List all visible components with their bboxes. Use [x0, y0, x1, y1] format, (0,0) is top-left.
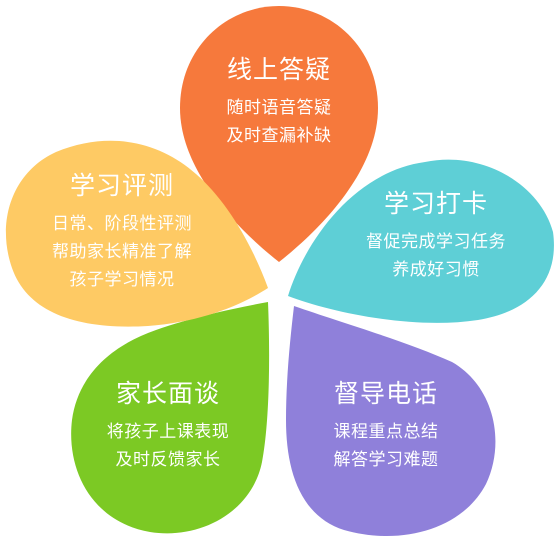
petal-description-line: 及时反馈家长 [115, 450, 221, 470]
petal-text-supervision-call: 督导电话 课程重点总结 解答学习难题 [266, 378, 506, 474]
petal-title: 学习评测 [69, 171, 174, 200]
petal-description-line: 督促完成学习任务 [366, 232, 506, 252]
petal-description-line: 课程重点总结 [333, 422, 439, 442]
petal-description-line: 养成好习惯 [392, 260, 480, 280]
petal-text-study-checkin: 学习打卡 督促完成学习任务 养成好习惯 [316, 188, 556, 284]
petal-description-line: 帮助家长精准了解 [52, 242, 192, 262]
petal-text-parent-meeting: 家长面谈 将孩子上课表现 及时反馈家长 [48, 378, 288, 474]
petal-supervision-call [286, 306, 496, 537]
petal-description-line: 孩子学习情况 [69, 270, 175, 290]
petal-title: 家长面谈 [115, 379, 220, 408]
petal-study-assessment [5, 140, 269, 327]
petal-description-line: 随时语音答疑 [226, 98, 332, 118]
petal-title: 督导电话 [333, 379, 438, 408]
petal-title: 线上答疑 [226, 55, 331, 84]
petal-description-line: 解答学习难题 [333, 450, 439, 470]
petal-title: 学习打卡 [383, 189, 488, 218]
petal-text-online-qa: 线上答疑 随时语音答疑 及时查漏补缺 [159, 54, 399, 150]
petal-parent-meeting [71, 302, 270, 534]
petal-online-qa [180, 6, 378, 262]
petal-description-line: 将孩子上课表现 [106, 422, 230, 442]
petal-description-line: 及时查漏补缺 [226, 126, 332, 146]
petal-text-study-assessment: 学习评测 日常、阶段性评测 帮助家长精准了解 孩子学习情况 [2, 170, 242, 294]
petal-description-line: 日常、阶段性评测 [52, 214, 192, 234]
petal-study-checkin [288, 159, 554, 323]
